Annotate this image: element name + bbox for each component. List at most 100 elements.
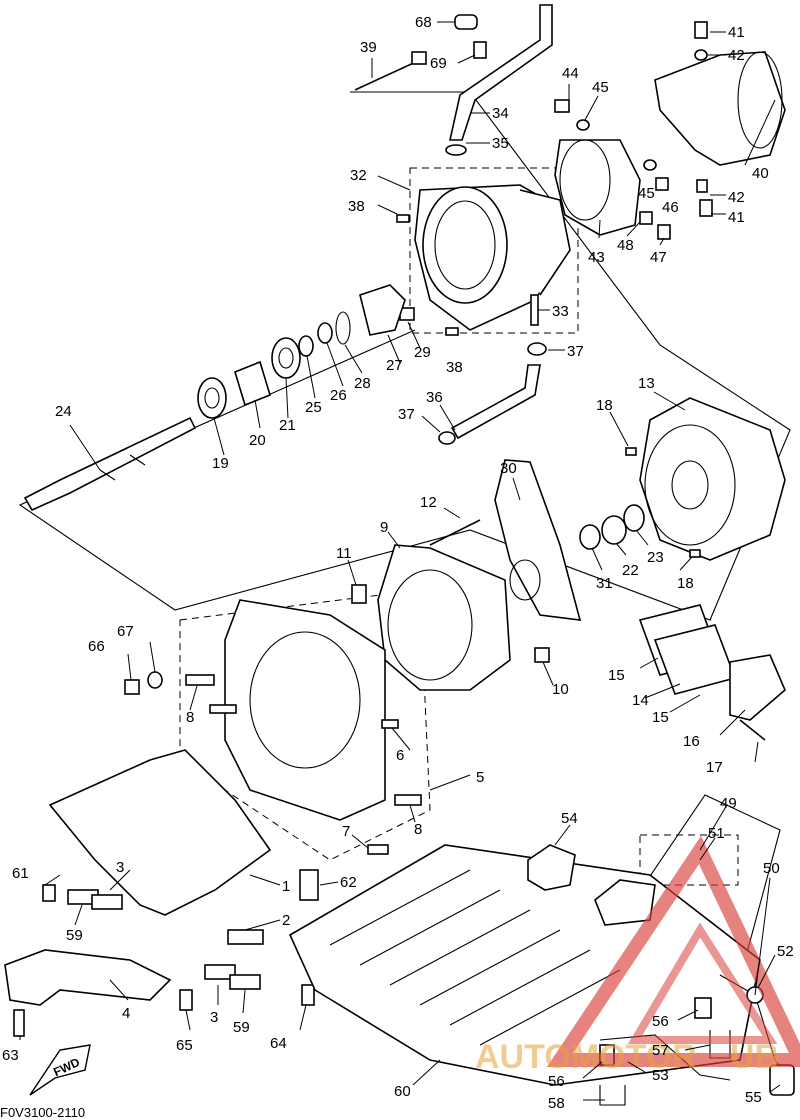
stud-8c xyxy=(209,704,237,714)
callout-68: 68 xyxy=(415,14,432,31)
bracket-49 xyxy=(594,879,656,926)
housing-group-dash-box xyxy=(179,589,431,861)
nozzle-group-dash-box xyxy=(409,167,579,334)
callout-31: 31 xyxy=(596,575,613,592)
callout-17: 17 xyxy=(706,759,723,776)
bolt-39 xyxy=(354,59,421,91)
impeller-housing-13 xyxy=(639,397,786,561)
callout-14: 14 xyxy=(632,692,649,709)
callout-57: 57 xyxy=(652,1042,669,1059)
clamp-58 xyxy=(599,1085,626,1106)
callout-42b: 42 xyxy=(728,189,745,206)
cable-clip-56a xyxy=(694,997,712,1019)
callout-12: 12 xyxy=(420,494,437,511)
shims-59 xyxy=(67,889,261,990)
bolt-41a xyxy=(694,21,708,39)
sleeve-20 xyxy=(234,360,271,407)
callout-23: 23 xyxy=(647,549,664,566)
cap-27 xyxy=(359,284,406,336)
callout-4: 4 xyxy=(122,1005,130,1022)
callout-32: 32 xyxy=(350,167,367,184)
callout-28: 28 xyxy=(354,375,371,392)
washer-45b xyxy=(643,159,657,171)
steering-nozzle xyxy=(554,139,641,236)
callout-44: 44 xyxy=(562,65,579,82)
o-ring-28 xyxy=(335,311,351,345)
callout-9: 9 xyxy=(380,519,388,536)
reverse-gate xyxy=(654,51,786,166)
callout-47: 47 xyxy=(650,249,667,266)
callout-56a: 56 xyxy=(652,1013,669,1030)
pin-33 xyxy=(530,294,539,326)
callout-59a: 59 xyxy=(66,927,83,944)
callout-53: 53 xyxy=(652,1067,669,1084)
cover-plate-group xyxy=(638,604,786,721)
callout-49: 49 xyxy=(720,795,737,812)
clamp-37b xyxy=(438,431,456,445)
pin-38b xyxy=(445,327,459,336)
callout-3b: 3 xyxy=(210,1009,218,1026)
callout-36: 36 xyxy=(426,389,443,406)
callout-27: 27 xyxy=(386,357,403,374)
callout-38a: 38 xyxy=(348,198,365,215)
callout-45b: 45 xyxy=(638,185,655,202)
water-hose-lower xyxy=(450,364,541,440)
drawing-code: F0V3100-2110 xyxy=(0,1105,85,1120)
bearing-19-inner xyxy=(204,387,220,409)
callout-42a: 42 xyxy=(728,47,745,64)
callout-69: 69 xyxy=(430,55,447,72)
callout-7: 7 xyxy=(342,823,350,840)
bushing-42b xyxy=(696,179,708,193)
callout-41b: 41 xyxy=(728,209,745,226)
pin-18b xyxy=(689,549,701,558)
callout-61: 61 xyxy=(12,865,29,882)
callout-13: 13 xyxy=(638,375,655,392)
callout-5: 5 xyxy=(476,769,484,786)
callout-40: 40 xyxy=(752,165,769,182)
bolt-47 xyxy=(657,224,671,240)
callout-67: 67 xyxy=(117,623,134,640)
pin-7 xyxy=(367,844,389,855)
bracket-group-dash-box xyxy=(639,834,739,886)
pin-38a xyxy=(396,214,410,223)
callout-54: 54 xyxy=(561,810,578,827)
callout-8b: 8 xyxy=(414,821,422,838)
nut-66 xyxy=(124,679,140,695)
callout-30: 30 xyxy=(500,460,517,477)
callout-1: 1 xyxy=(282,878,290,895)
fwd-arrow-icon: FWD xyxy=(29,1044,91,1096)
bolt-10 xyxy=(534,647,550,663)
seal-26 xyxy=(317,322,333,344)
bearing-21 xyxy=(271,337,301,379)
callout-6: 6 xyxy=(396,747,404,764)
bearing-19 xyxy=(197,377,227,419)
water-hose-upper xyxy=(449,4,553,141)
callout-29: 29 xyxy=(414,344,431,361)
callout-55: 55 xyxy=(745,1089,762,1106)
pin-18a xyxy=(625,447,637,456)
callout-15a: 15 xyxy=(608,667,625,684)
callout-43: 43 xyxy=(588,249,605,266)
callout-15b: 15 xyxy=(652,709,669,726)
jet-nozzle-housing xyxy=(414,184,571,331)
callout-18a: 18 xyxy=(596,397,613,414)
nut-46 xyxy=(655,177,669,191)
upper-assembly-frame xyxy=(18,91,791,621)
callout-16: 16 xyxy=(683,733,700,750)
watermark-text: AUTOMOTOR xyxy=(475,1038,697,1076)
stud-8a xyxy=(185,674,215,686)
callout-20: 20 xyxy=(249,432,266,449)
wiring-group-frame xyxy=(599,794,781,961)
bearing-22 xyxy=(601,515,627,545)
callout-50: 50 xyxy=(763,860,780,877)
callout-11: 11 xyxy=(336,545,352,562)
callout-19: 19 xyxy=(212,455,229,472)
washer-45a xyxy=(576,119,590,131)
callout-24: 24 xyxy=(55,403,72,420)
seal-25 xyxy=(298,335,314,357)
callout-64: 64 xyxy=(270,1035,287,1052)
callout-65: 65 xyxy=(176,1037,193,1054)
bolt-17 xyxy=(739,719,766,741)
clamp-68 xyxy=(454,14,478,30)
